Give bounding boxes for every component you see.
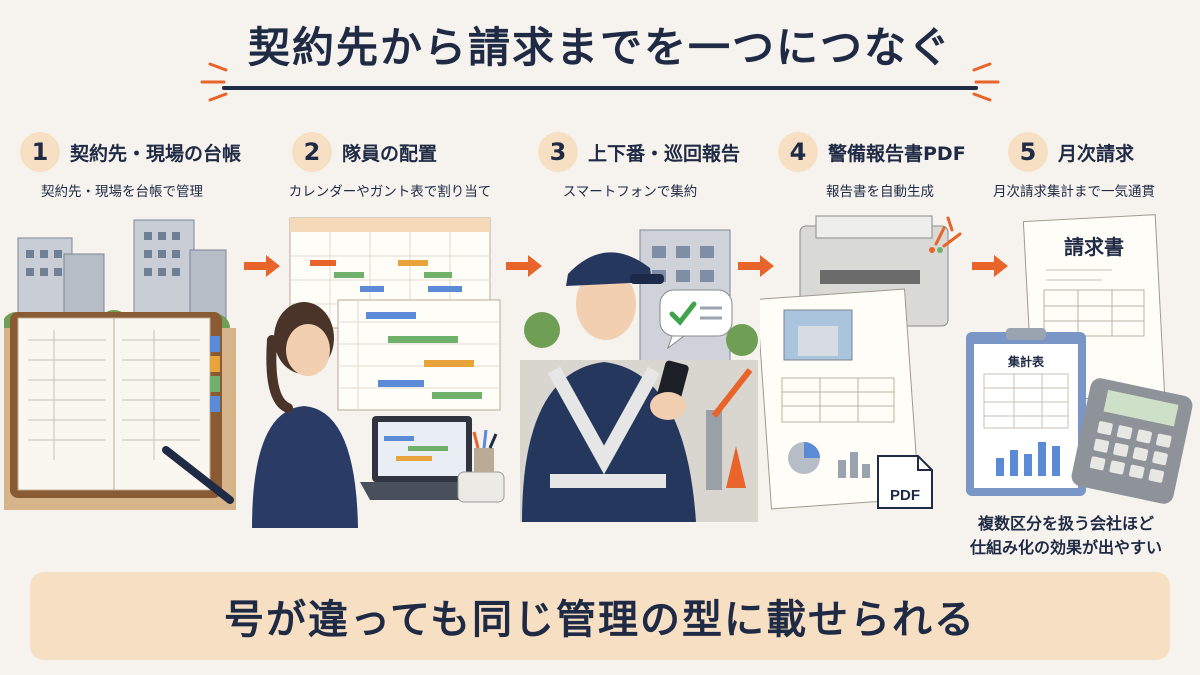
step-1-header: 1 契約先・現場の台帳	[20, 132, 241, 172]
step-3-header: 3 上下番・巡回報告	[538, 132, 740, 172]
arrow-2-icon	[504, 253, 544, 283]
spark-right-icon	[972, 62, 1000, 102]
step-4-header: 4 警備報告書PDF	[778, 132, 966, 172]
title-underline	[222, 86, 978, 90]
effect-note-line-2: 仕組み化の効果が出やすい	[969, 538, 1162, 557]
step-1-desc: 契約先・現場を台帳で管理	[41, 184, 203, 200]
step-2-desc: カレンダーやガント表で割り当て	[288, 184, 492, 200]
effect-note: 複数区分を扱う会社ほど 仕組み化の効果が出やすい	[936, 512, 1196, 560]
step-4-desc: 報告書を自動生成	[826, 184, 934, 200]
step-2-number: 2	[292, 132, 332, 172]
schedule-illustration	[252, 217, 505, 528]
step-2-title: 隊員の配置	[342, 142, 438, 165]
invoice-label: 請求書	[1064, 235, 1124, 259]
step-1-number: 1	[20, 132, 60, 172]
step-3-desc: スマートフォンで集約	[562, 184, 698, 200]
pdf-label: PDF	[890, 487, 920, 504]
step-5-title: 月次請求	[1058, 142, 1135, 165]
step-2-header: 2 隊員の配置	[292, 132, 437, 172]
bottom-banner: 号が違っても同じ管理の型に載せられる	[30, 572, 1170, 660]
step-1-title: 契約先・現場の台帳	[70, 142, 242, 165]
banner-text: 号が違っても同じ管理の型に載せられる	[224, 597, 976, 643]
step-3-title: 上下番・巡回報告	[588, 142, 741, 165]
invoice-illustration: 請求書 集計表	[966, 214, 1193, 504]
step-3-number: 3	[538, 132, 578, 172]
arrow-1-icon	[242, 253, 282, 283]
spark-left-icon	[200, 62, 228, 102]
arrow-3-icon	[736, 253, 776, 283]
effect-note-line-1: 複数区分を扱う会社ほど	[977, 514, 1154, 533]
step-5-header: 5 月次請求	[1008, 132, 1134, 172]
step-4-title: 警備報告書PDF	[828, 142, 966, 165]
arrow-4-icon	[970, 253, 1010, 283]
page-title: 契約先から請求までを一つにつなぐ	[247, 23, 952, 72]
spark-printer-icon	[934, 216, 962, 248]
step-4-number: 4	[778, 132, 818, 172]
guard-illustration	[520, 229, 758, 522]
summary-label: 集計表	[1007, 354, 1045, 369]
ledger-illustration	[4, 210, 236, 510]
report-illustration: PDF	[760, 215, 949, 510]
step-5-desc: 月次請求集計まで一気通貫	[993, 184, 1155, 200]
step-5-number: 5	[1008, 132, 1048, 172]
